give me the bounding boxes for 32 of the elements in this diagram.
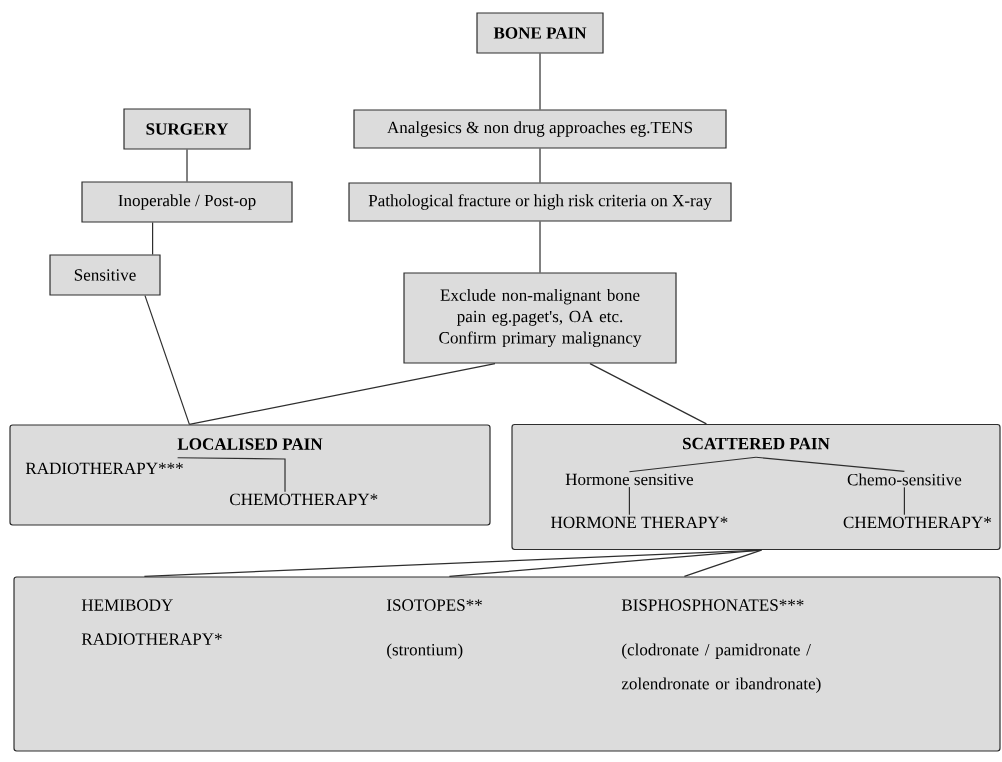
process-box: BONE PAIN <box>476 12 604 54</box>
connector-line <box>903 486 905 516</box>
treatment-label: HEMIBODY RADIOTHERAPY* <box>81 599 222 645</box>
connector-line <box>589 363 707 425</box>
process-box: Exclude non-malignant bone pain eg.paget's, OA etc. Confirm primary malignancy <box>403 272 677 364</box>
treatment-label: CHEMOTHERAPY* <box>843 516 991 529</box>
group-box <box>13 576 1001 752</box>
connector-line <box>683 549 762 577</box>
connector-line <box>628 486 630 516</box>
process-box: Analgesics & non drug approaches eg.TENS <box>353 109 727 149</box>
connector-line <box>152 222 154 255</box>
connector-line <box>755 456 905 473</box>
treatment-label: CHEMOTHERAPY* <box>230 493 378 506</box>
connector-line <box>177 457 286 493</box>
connector-line <box>186 149 188 182</box>
treatment-label: BISPHOSPHONATES*** (clodronate / pamidronate / zolendronate or ibandronate) <box>621 599 821 693</box>
connector-line <box>188 363 496 425</box>
process-box: SURGERY <box>123 108 251 150</box>
connector-line <box>628 456 757 473</box>
treatment-label: Chemo-sensitive <box>847 473 962 486</box>
connector-line <box>539 53 541 110</box>
process-box: Inoperable / Post-op <box>81 181 293 223</box>
treatment-label: ISOTOPES** (strontium) <box>386 599 482 659</box>
connector-line <box>539 148 541 183</box>
treatment-label: HORMONE THERAPY* <box>551 516 728 529</box>
process-box: Pathological fracture or high risk criteria on X-ray <box>348 182 732 222</box>
treatment-label: RADIOTHERAPY*** <box>25 462 183 475</box>
connector-line <box>539 221 541 273</box>
connector-line <box>144 295 190 425</box>
connector-line <box>143 549 762 577</box>
treatment-label: Hormone sensitive <box>565 473 694 486</box>
process-box: Sensitive <box>49 254 161 296</box>
